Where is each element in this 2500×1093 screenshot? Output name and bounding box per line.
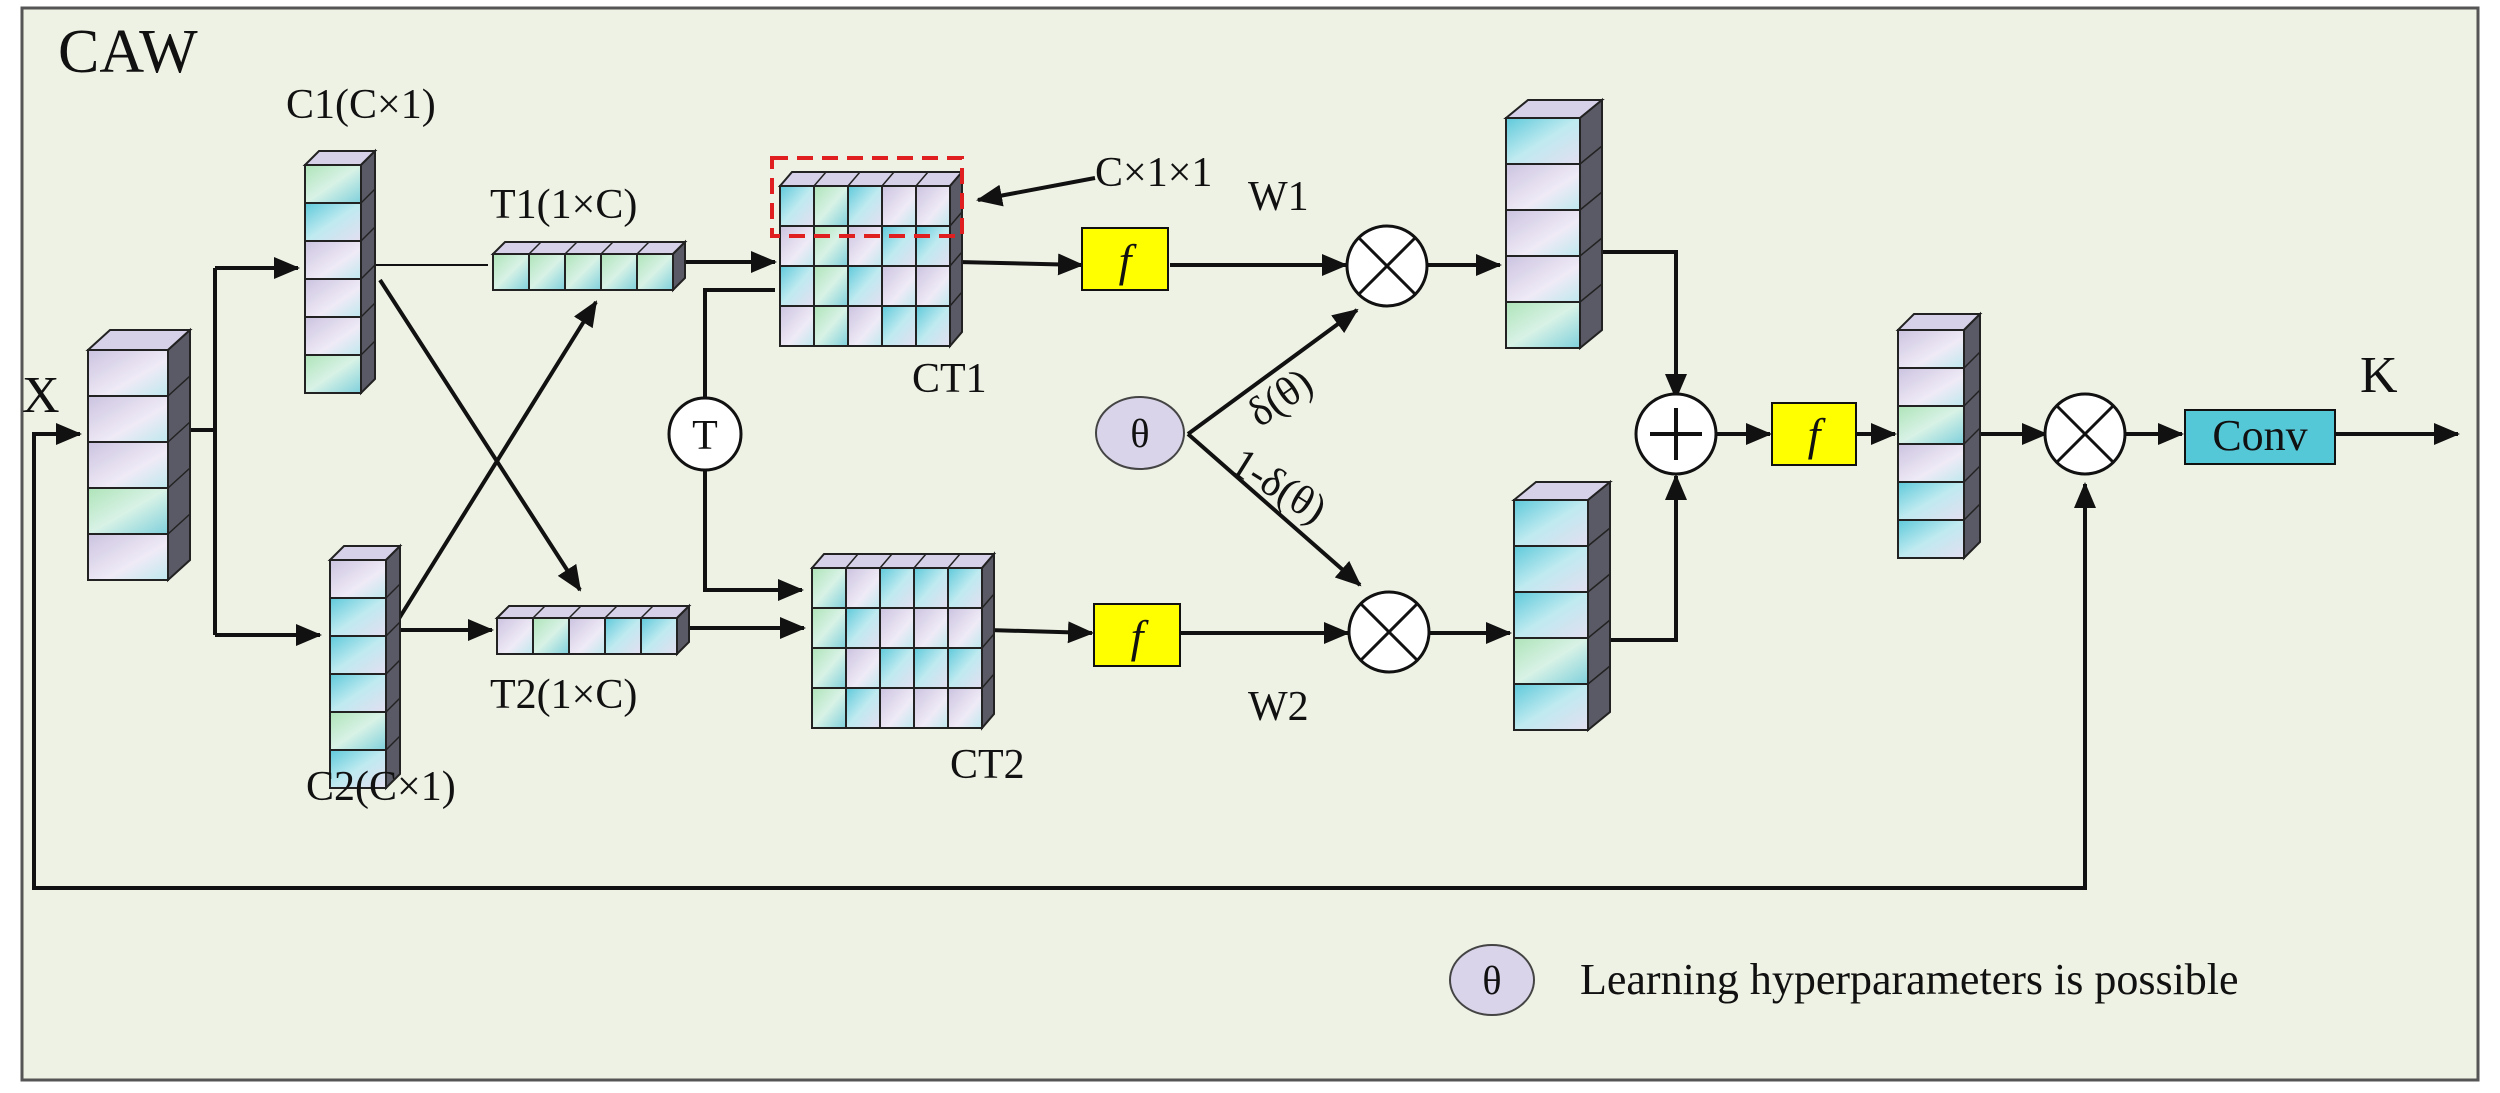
c2-vector xyxy=(327,543,403,791)
c1-label: C1(C×1) xyxy=(286,82,436,128)
tensor-blocks xyxy=(85,97,1983,791)
add-node xyxy=(1634,392,1718,476)
svg-text:Conv: Conv xyxy=(2212,411,2307,460)
input-label: X xyxy=(22,367,60,424)
w1-vector xyxy=(1503,97,1605,351)
ct2-matrix xyxy=(809,551,997,731)
t2-vector xyxy=(494,603,692,657)
f-box-1: f xyxy=(1081,227,1169,291)
w1-label: W1 xyxy=(1248,174,1309,220)
c1-vector xyxy=(302,148,378,396)
ct1-matrix xyxy=(777,169,965,349)
legend: θ Learning hyperparameters is possible xyxy=(1449,944,2239,1016)
w2-vector xyxy=(1511,479,1613,733)
c2-label: C2(C×1) xyxy=(306,764,456,810)
x-input-block xyxy=(85,327,193,583)
slice-label: C×1×1 xyxy=(1095,150,1212,196)
conv-box: Conv xyxy=(2184,409,2336,465)
t1-label: T1(1×C) xyxy=(490,182,637,228)
legend-theta-text: θ xyxy=(1482,958,1501,1003)
ct1-label: CT1 xyxy=(912,356,987,402)
svg-text:θ: θ xyxy=(1130,411,1149,456)
ct2-label: CT2 xyxy=(950,742,1025,788)
multiply-node-1 xyxy=(1345,224,1429,308)
transpose-node: T xyxy=(667,396,743,472)
multiply-node-2 xyxy=(1347,590,1431,674)
f-box-2: f xyxy=(1093,603,1181,667)
legend-theta-symbol xyxy=(1449,944,1535,1016)
w2-label: W2 xyxy=(1248,684,1309,730)
t1-vector xyxy=(490,239,688,293)
f-box-3: f xyxy=(1771,402,1857,466)
svg-text:T: T xyxy=(692,413,718,459)
output-label: K xyxy=(2360,347,2398,404)
theta-node: θ xyxy=(1095,396,1185,470)
diagram-frame xyxy=(20,6,2480,1082)
diagram-title: CAW xyxy=(58,18,198,86)
ct1-highlight-box xyxy=(770,156,964,238)
legend-text: Learning hyperparameters is possible xyxy=(1580,955,2239,1004)
fused-vector xyxy=(1895,311,1983,561)
t2-label: T2(1×C) xyxy=(490,672,637,718)
multiply-node-3 xyxy=(2043,392,2127,476)
